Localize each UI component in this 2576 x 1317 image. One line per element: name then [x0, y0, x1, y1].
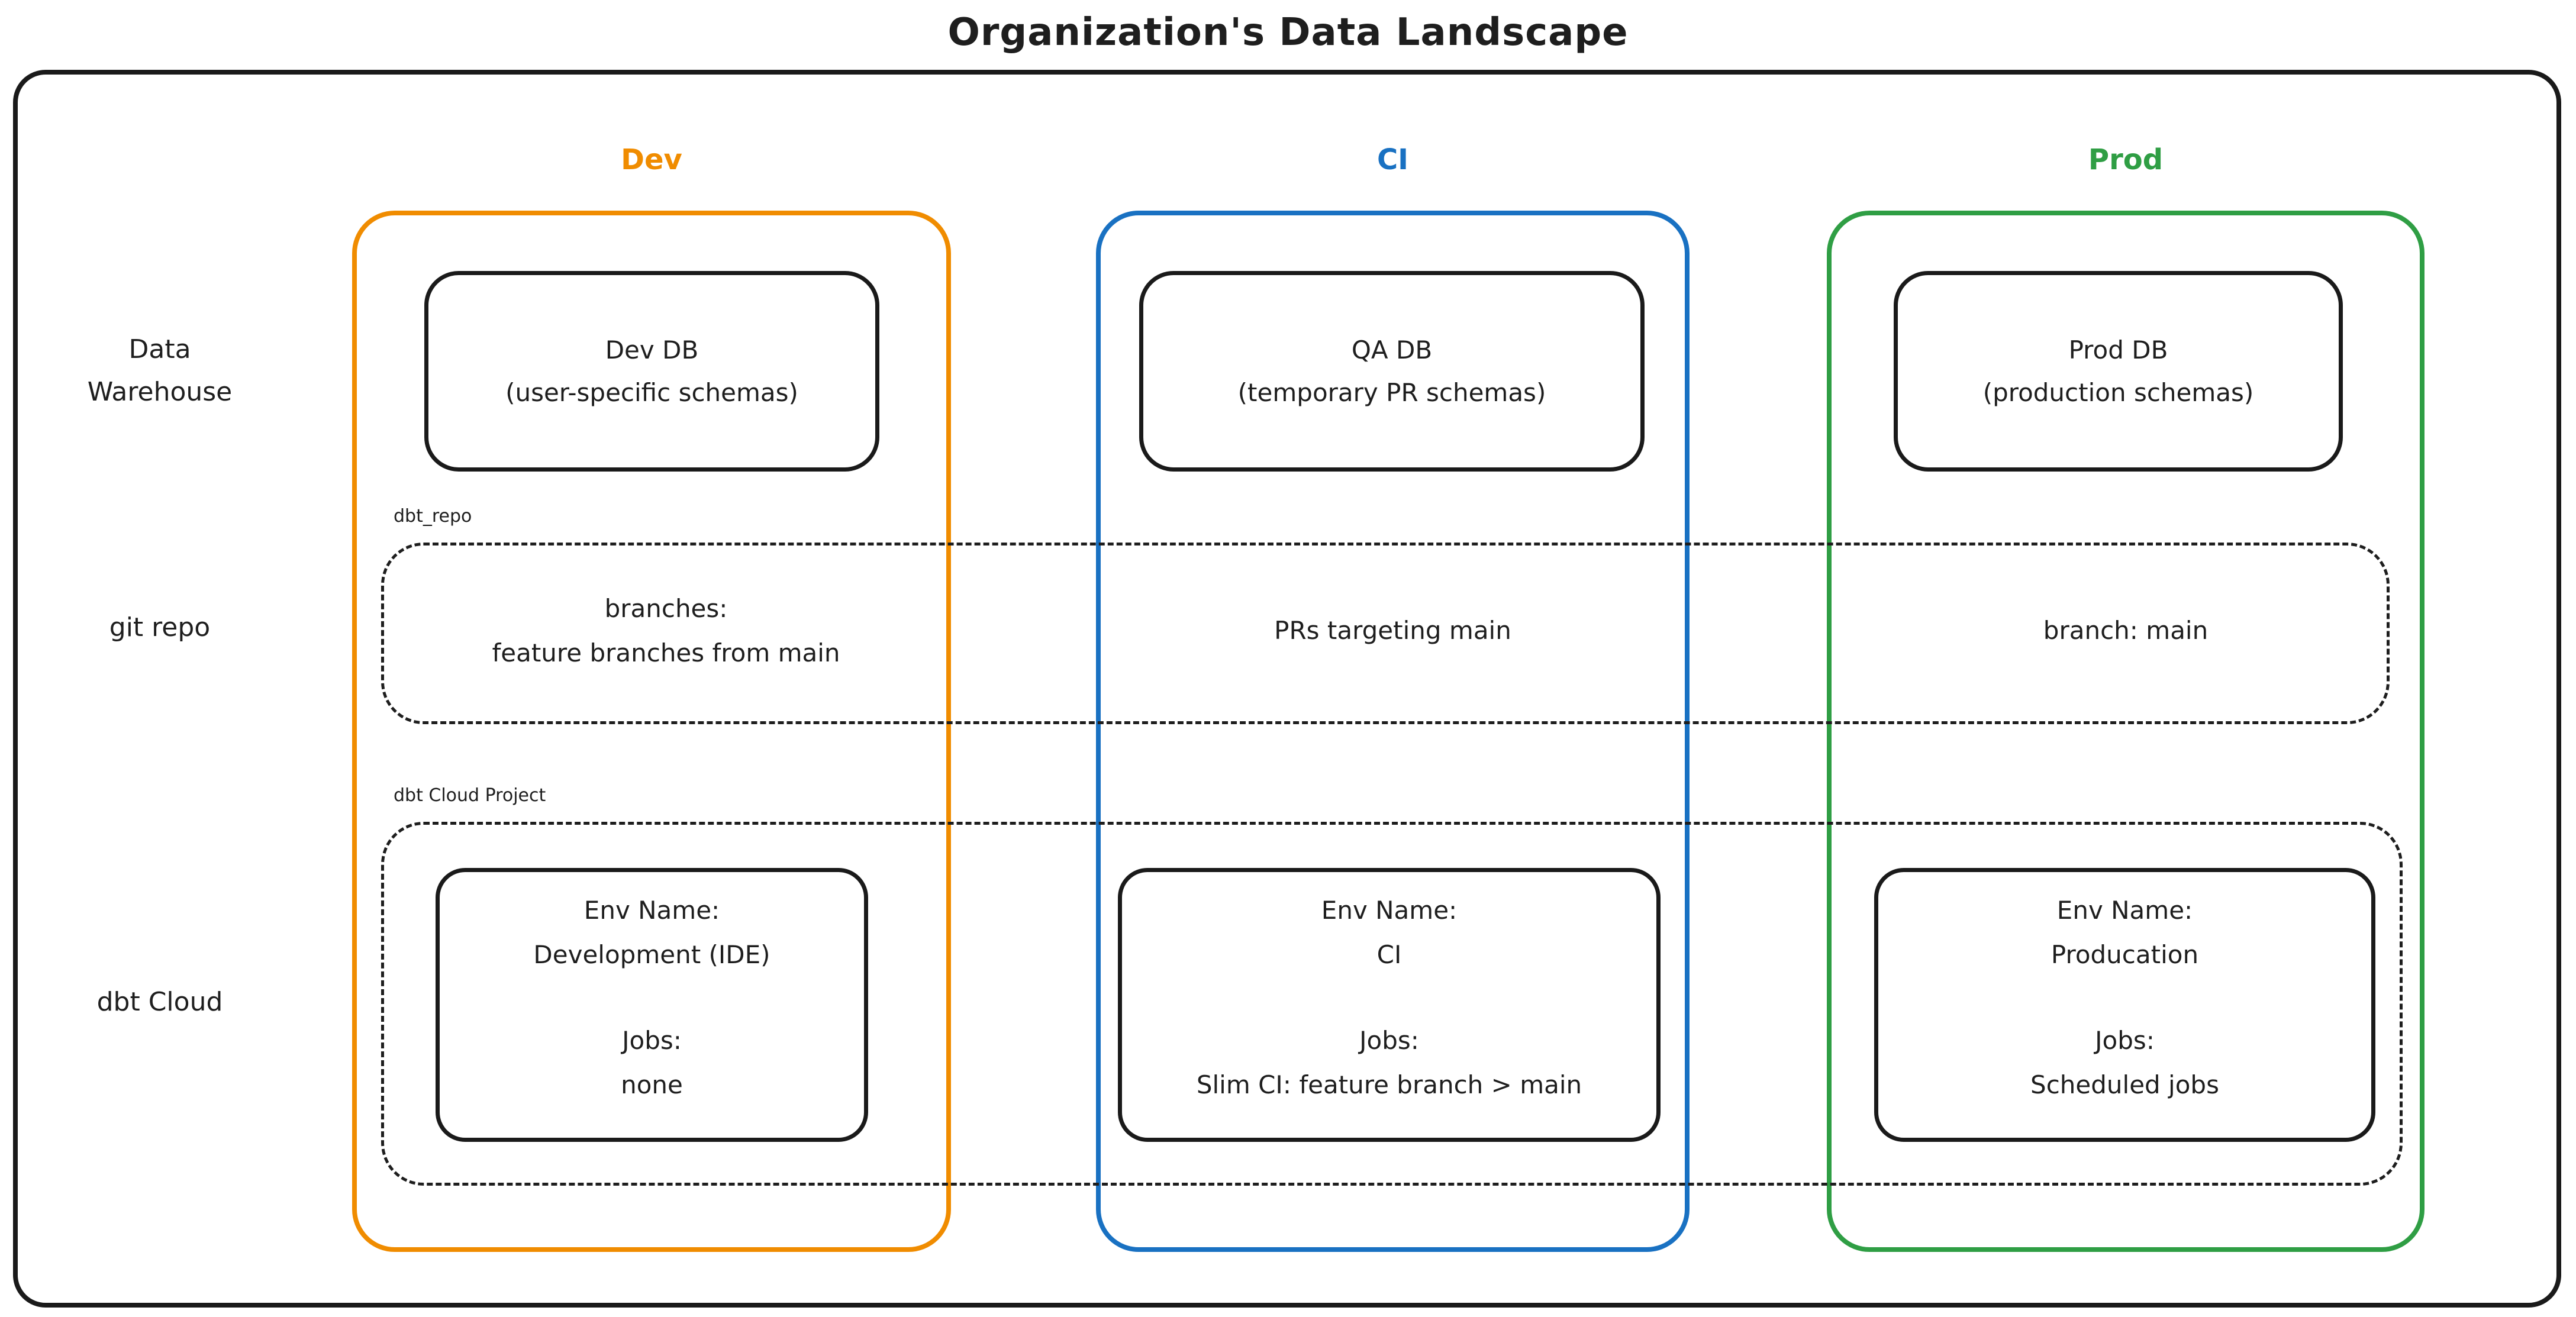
- dev-db-subtitle: (user-specific schemas): [505, 377, 798, 407]
- env-prod-name-value: Producation: [2051, 940, 2199, 969]
- cloud-section-box: [381, 822, 2403, 1186]
- git-text-ci-line1: PRs targeting main: [1274, 616, 1511, 645]
- cloud-section-label: dbt Cloud Project: [394, 785, 546, 806]
- git-text-prod-line1: branch: main: [2043, 616, 2209, 645]
- env-box-prod: Env Name: Producation Jobs: Scheduled jo…: [1874, 868, 2375, 1142]
- env-ci-name-label: Env Name:: [1321, 896, 1458, 925]
- git-text-ci: PRs targeting main: [1096, 543, 1690, 718]
- row-label-data-warehouse-line1: Data: [128, 334, 191, 364]
- env-box-dev: Env Name: Development (IDE) Jobs: none: [436, 868, 868, 1142]
- git-text-prod: branch: main: [1827, 543, 2425, 718]
- env-box-ci: Env Name: CI Jobs: Slim CI: feature bran…: [1118, 868, 1661, 1142]
- env-prod-jobs-label: Jobs:: [2095, 1026, 2155, 1055]
- repo-section-box: [381, 543, 2390, 724]
- qa-db-box: QA DB (temporary PR schemas): [1139, 271, 1645, 472]
- env-dev-name-value: Development (IDE): [533, 940, 770, 969]
- env-ci-name-value: CI: [1376, 940, 1402, 969]
- qa-db-subtitle: (temporary PR schemas): [1237, 377, 1546, 407]
- env-ci-jobs-value: Slim CI: feature branch > main: [1196, 1070, 1582, 1099]
- outer-frame: [13, 70, 2561, 1308]
- git-text-dev-line2: feature branches from main: [492, 638, 840, 667]
- env-dev-jobs-value: none: [621, 1070, 683, 1099]
- env-prod-name-label: Env Name:: [2056, 896, 2193, 925]
- env-dev-jobs-label: Jobs:: [622, 1026, 682, 1055]
- row-label-data-warehouse: Data Warehouse: [18, 328, 302, 414]
- row-label-dbt-cloud: dbt Cloud: [96, 987, 223, 1017]
- dev-db-box: Dev DB (user-specific schemas): [424, 271, 879, 472]
- ci-column-box: [1096, 211, 1690, 1252]
- dev-column-box: [352, 211, 951, 1252]
- row-label-git-repo: git repo: [109, 612, 211, 643]
- prod-db-title: Prod DB: [2068, 335, 2168, 364]
- dev-db-title: Dev DB: [605, 335, 699, 364]
- page-title: Organization's Data Landscape: [947, 11, 1629, 54]
- prod-db-subtitle: (production schemas): [1982, 377, 2254, 407]
- row-label-data-warehouse-line2: Warehouse: [87, 377, 233, 407]
- env-ci-jobs-label: Jobs:: [1359, 1026, 1419, 1055]
- git-text-dev: branches: feature branches from main: [381, 543, 951, 718]
- repo-section-label: dbt_repo: [394, 506, 472, 527]
- qa-db-title: QA DB: [1351, 335, 1433, 364]
- env-dev-name-label: Env Name:: [583, 896, 720, 925]
- column-header-ci: CI: [1376, 143, 1409, 176]
- prod-db-box: Prod DB (production schemas): [1894, 271, 2343, 472]
- column-header-prod: Prod: [2088, 143, 2164, 176]
- git-text-dev-line1: branches:: [604, 593, 728, 623]
- env-prod-jobs-value: Scheduled jobs: [2030, 1070, 2219, 1099]
- prod-column-box: [1827, 211, 2425, 1252]
- column-header-dev: Dev: [621, 143, 682, 176]
